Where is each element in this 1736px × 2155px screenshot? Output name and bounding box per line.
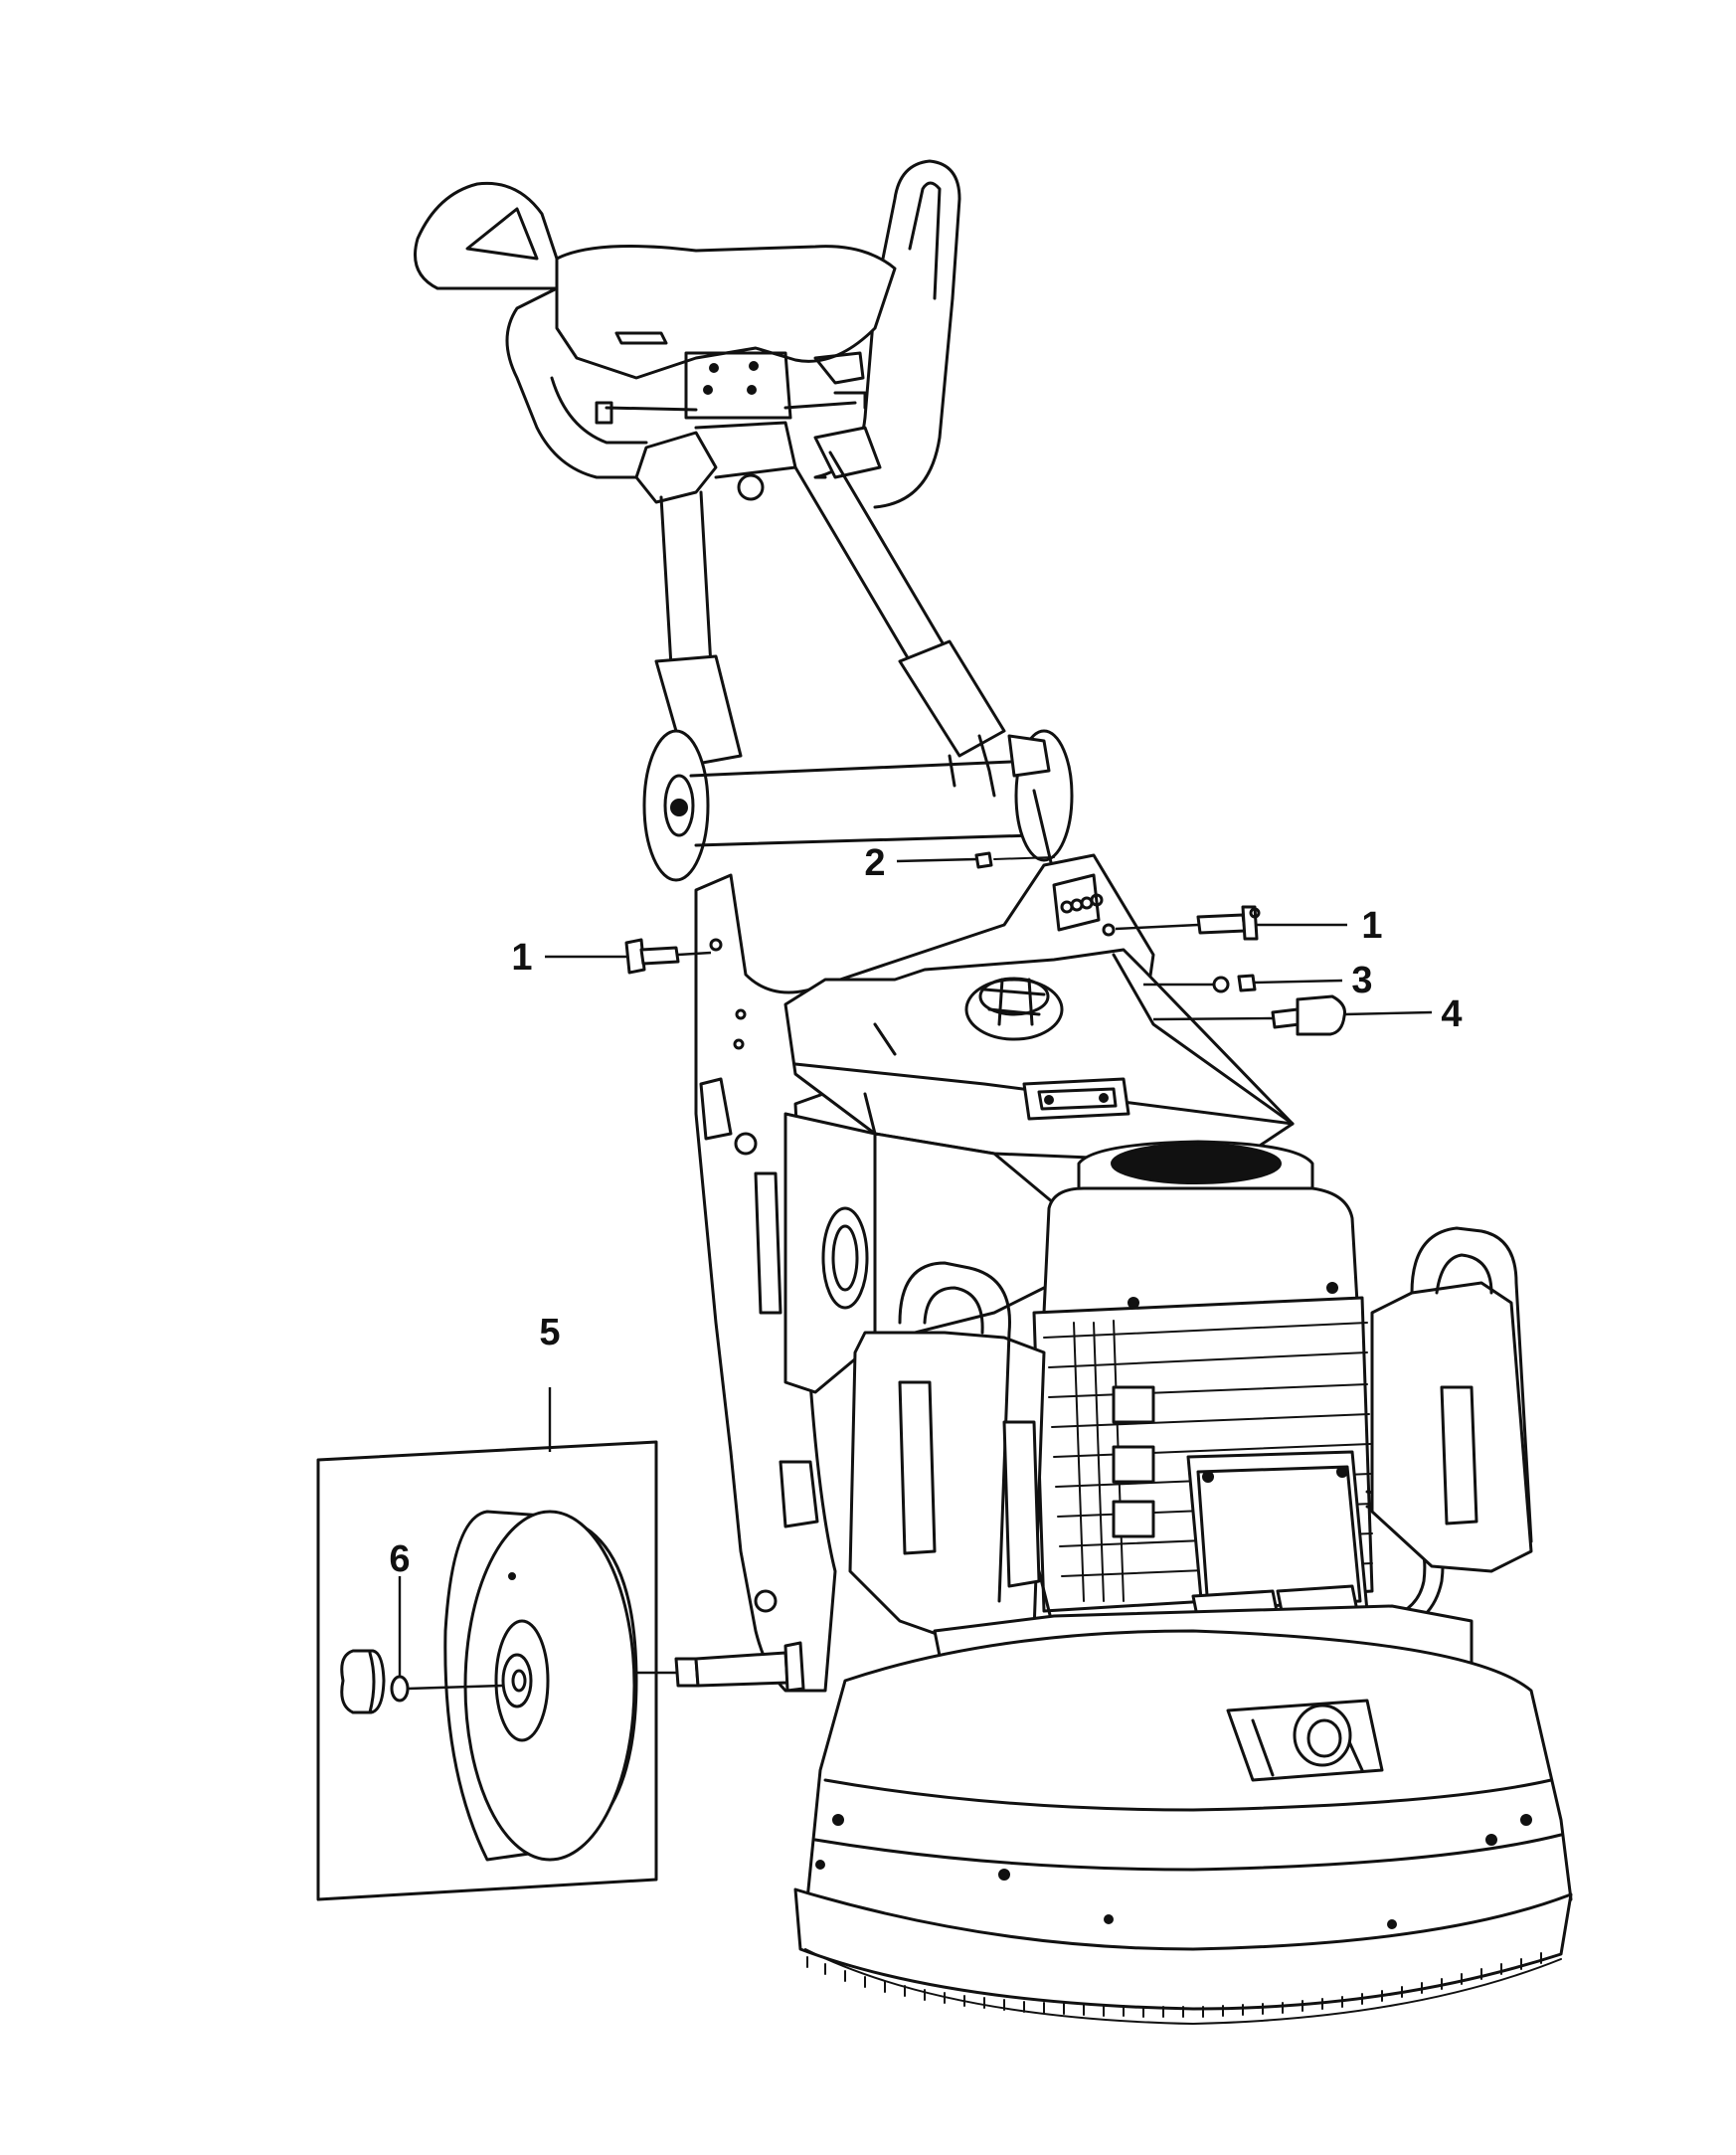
part-2-screw xyxy=(896,851,1055,869)
inset-wheel-assembly xyxy=(316,1387,658,1901)
part-3-washer-nut xyxy=(1143,974,1343,993)
callout-labels: 1 1 2 3 4 5 6 xyxy=(389,842,1462,1580)
part-1-bolt-right xyxy=(1115,905,1347,941)
callout-6: 6 xyxy=(389,1538,410,1580)
part-1-bolt-left xyxy=(545,938,712,975)
callout-4: 4 xyxy=(1441,993,1462,1035)
transport-axle xyxy=(642,729,1074,882)
callout-3: 3 xyxy=(1351,960,1372,1001)
grinding-head xyxy=(793,1604,1573,2026)
callout-2: 2 xyxy=(864,842,885,884)
upper-cowling xyxy=(783,948,1295,1166)
callout-1-left: 1 xyxy=(511,937,532,979)
left-weight-block xyxy=(848,1261,1056,1653)
handle-tubes xyxy=(654,450,1006,798)
callout-1-right: 1 xyxy=(1361,905,1382,947)
part-4-sensor xyxy=(1152,994,1433,1036)
wheel-axle-shaft xyxy=(636,1641,805,1693)
callout-5: 5 xyxy=(539,1312,560,1353)
right-weight-block xyxy=(1370,1226,1533,1573)
handlebar-assembly xyxy=(414,159,961,509)
left-cover xyxy=(783,1112,1056,1394)
